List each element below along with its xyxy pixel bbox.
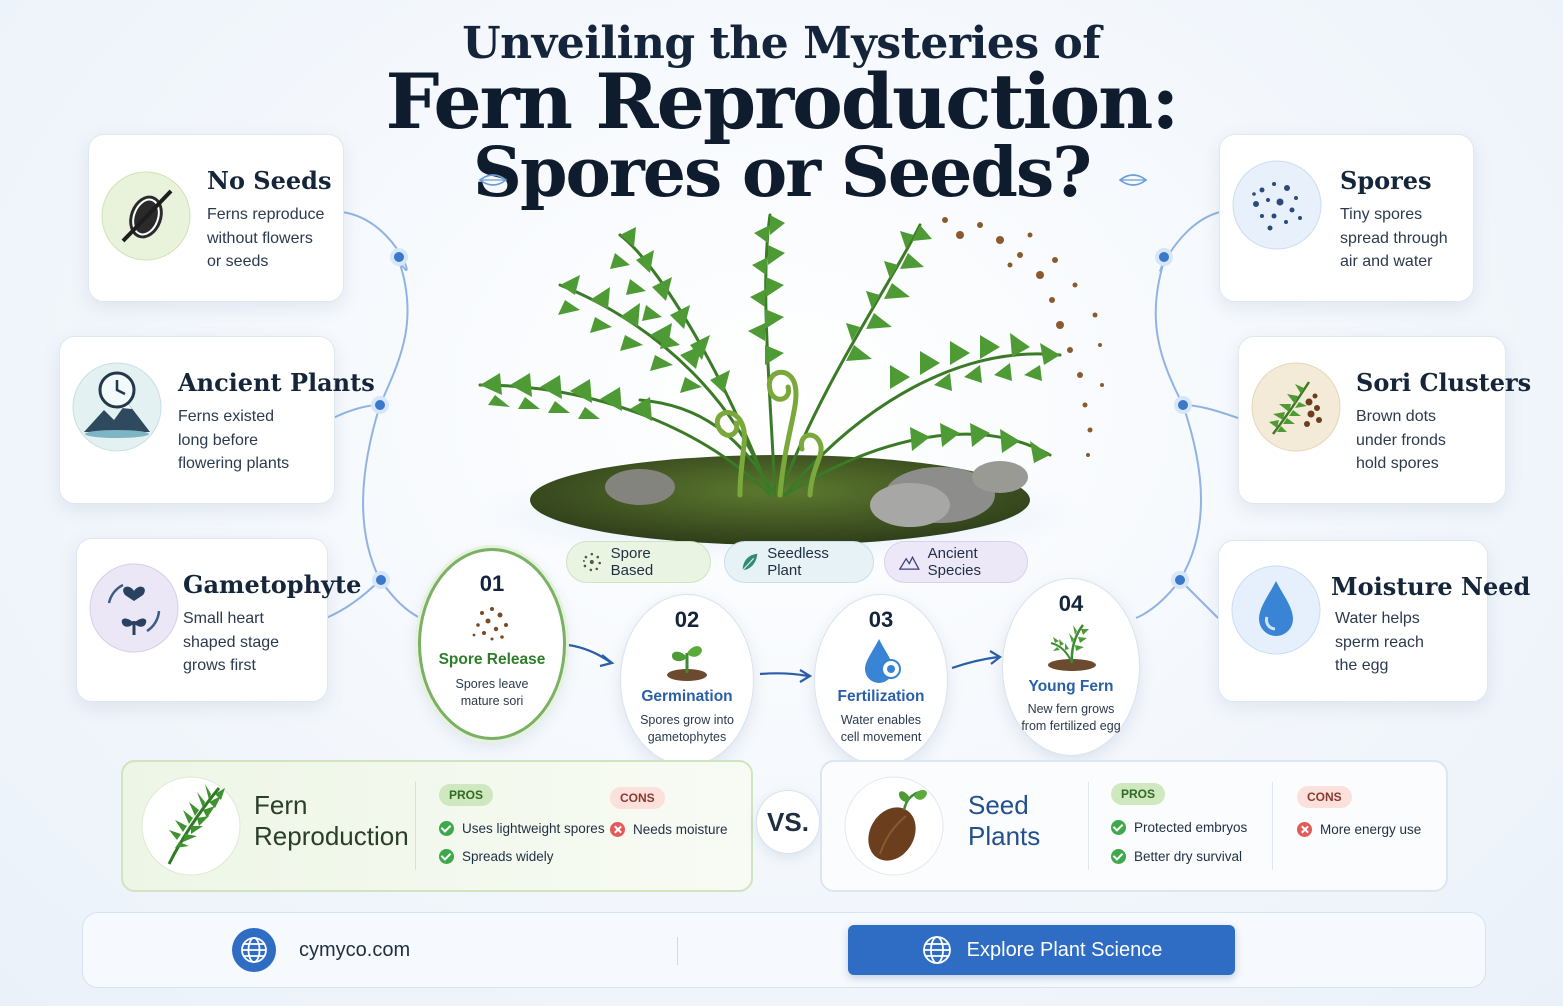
globe-icon xyxy=(232,928,276,972)
site-link[interactable]: cymyco.com xyxy=(299,939,411,961)
check-icon xyxy=(1111,849,1126,864)
button-label: Explore Plant Science xyxy=(966,938,1163,961)
frond-sori-icon xyxy=(1251,362,1341,452)
divider xyxy=(1272,782,1273,870)
con-item: More energy use xyxy=(1297,822,1421,837)
tag-label: Seedless Plant xyxy=(767,545,829,579)
divider xyxy=(677,937,678,965)
drop-cell-icon xyxy=(865,639,901,683)
card-title: Sori Clusters xyxy=(1356,368,1532,397)
card-title: Ancient Plants xyxy=(178,368,375,397)
step-number: 02 xyxy=(674,607,700,632)
step-number: 04 xyxy=(1058,591,1084,616)
cons-badge: CONS xyxy=(610,787,665,809)
card-title: Gametophyte xyxy=(183,570,362,599)
step-title: Fertilization xyxy=(837,688,925,705)
globe-icon xyxy=(922,936,951,964)
card-title: Spores xyxy=(1340,166,1432,195)
fern-illustration xyxy=(460,213,1104,565)
mountain-icon xyxy=(899,555,920,570)
step-title: Young Fern xyxy=(1028,678,1114,695)
heart-sprout-cycle-icon xyxy=(89,563,179,653)
pro-item: Protected embryos xyxy=(1111,820,1247,835)
clock-mountain-icon xyxy=(72,362,162,452)
tag-seedless-plant: Seedless Plant xyxy=(724,541,874,583)
card-title: Moisture Need xyxy=(1331,572,1531,601)
step-title: Spore Release xyxy=(438,651,546,668)
young-fern-icon xyxy=(1048,624,1096,671)
spore-release-icon xyxy=(472,607,508,641)
vs-badge: VS. xyxy=(756,790,820,854)
fern-frond-icon xyxy=(141,776,241,876)
pro-item: Spreads widely xyxy=(439,849,554,864)
tag-label: Ancient Species xyxy=(927,545,981,579)
explore-plant-science-button[interactable]: Explore Plant Science xyxy=(848,925,1235,975)
tag-spore-based: Spore Based xyxy=(566,541,711,583)
leaf-icon xyxy=(742,553,758,571)
tag-label: Spore Based xyxy=(610,545,654,579)
pros-badge: PROS xyxy=(1111,783,1166,805)
check-icon xyxy=(1111,820,1126,835)
sprout-icon xyxy=(667,646,707,681)
pro-item: Uses lightweight spores xyxy=(439,821,605,836)
title-line-3: Spores or Seeds? xyxy=(472,133,1092,213)
con-item: Needs moisture xyxy=(610,822,728,837)
spore-cluster-icon xyxy=(582,552,601,572)
step-number: 03 xyxy=(868,607,894,632)
spores-dots-icon xyxy=(1232,160,1322,250)
cons-badge: CONS xyxy=(1297,786,1352,808)
step-number: 01 xyxy=(479,571,505,596)
divider xyxy=(1088,782,1089,870)
leaf-decoration-icon xyxy=(478,174,508,186)
check-icon xyxy=(439,849,454,864)
step-title: Germination xyxy=(641,688,733,705)
title-line-1: Unveiling the Mysteries of xyxy=(462,18,1101,69)
seed-icon xyxy=(844,776,944,876)
pro-item: Better dry survival xyxy=(1111,849,1242,864)
footer-bar: cymyco.com Explore Plant Science xyxy=(82,912,1486,988)
card-title: No Seeds xyxy=(207,166,332,195)
tag-ancient-species: Ancient Species xyxy=(884,541,1028,583)
divider xyxy=(415,782,416,870)
leaf-decoration-icon xyxy=(1118,174,1148,186)
title-line-2: Fern Reproduction: xyxy=(385,57,1180,146)
water-drop-icon xyxy=(1231,565,1321,655)
x-icon xyxy=(610,822,625,837)
no-seed-icon xyxy=(101,171,191,261)
x-icon xyxy=(1297,822,1312,837)
check-icon xyxy=(439,821,454,836)
pros-badge: PROS xyxy=(439,784,494,806)
